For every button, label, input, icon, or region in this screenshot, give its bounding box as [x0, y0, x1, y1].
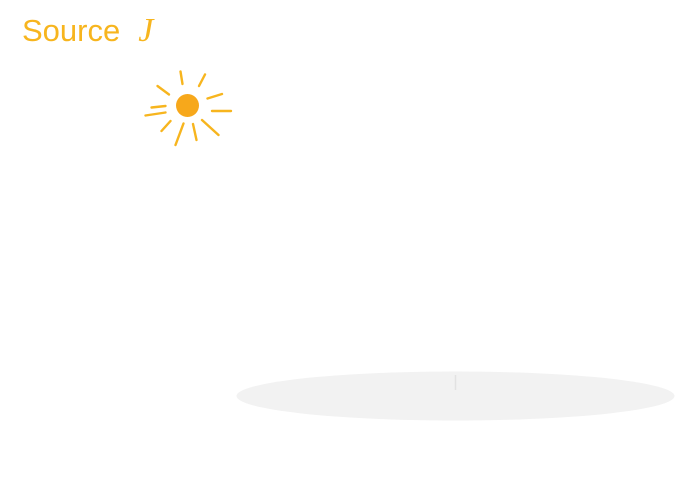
sun-rays	[144, 70, 233, 147]
source-label: Source J	[22, 14, 153, 48]
sun-ray	[200, 118, 220, 137]
sun-ray	[160, 119, 172, 133]
sun-icon	[144, 70, 233, 147]
sun-ray	[156, 84, 171, 96]
sun-ray	[150, 104, 167, 109]
sun-ray	[206, 92, 224, 100]
source-label-symbol: J	[138, 12, 154, 49]
source-label-word: Source	[22, 13, 121, 48]
ground-shadow	[236, 371, 675, 421]
shadow-ellipse	[236, 371, 675, 421]
sun-core	[176, 94, 199, 117]
sun-ray	[144, 111, 167, 117]
sun-ray	[174, 122, 185, 147]
sun-ray	[197, 73, 207, 88]
sun-ray	[179, 70, 184, 86]
sun-ray	[191, 122, 198, 142]
